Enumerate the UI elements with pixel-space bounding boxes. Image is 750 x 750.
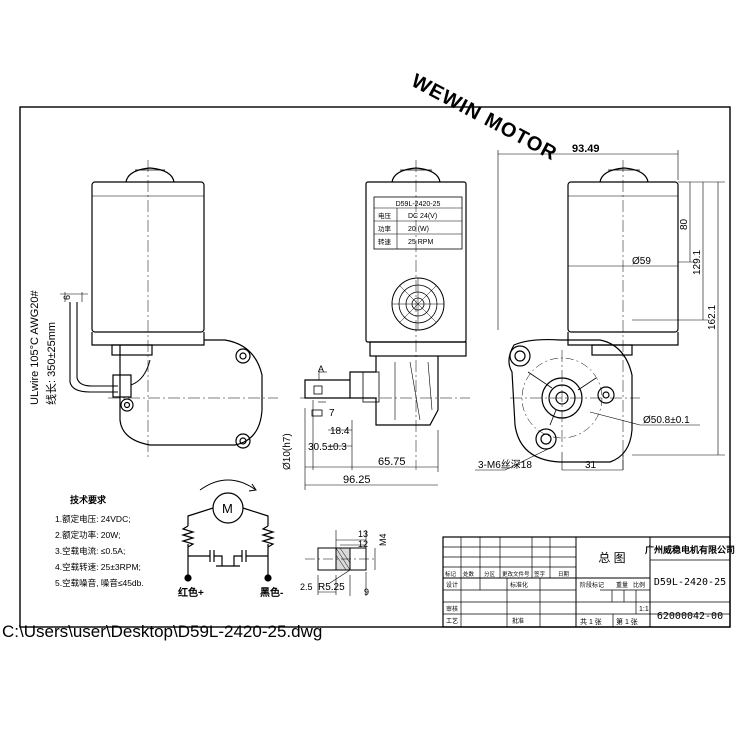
title-ratio: 比例 — [633, 581, 645, 589]
dim-7: 7 — [329, 408, 335, 419]
nameplate-box — [373, 196, 463, 250]
title-approve: 批准 — [512, 617, 524, 625]
center-dimension-lines — [304, 370, 439, 490]
title-standardize: 标准化 — [510, 581, 528, 589]
nameplate-value-3: 25 RPM — [408, 239, 433, 246]
dim-phi59: Ø59 — [632, 256, 651, 267]
nameplate-key-2: 功率 — [378, 224, 392, 233]
nameplate-value-1: DC 24(V) — [408, 213, 437, 220]
dim-R5-25: R5.25 — [318, 582, 345, 593]
dim-A: A — [318, 364, 324, 374]
dim-12: 12 — [358, 539, 368, 549]
title-company: 广州威稳电机有限公司 — [645, 544, 735, 555]
dim-m6: 3-M6丝深18 — [478, 459, 532, 471]
dim-2-5: 2.5 — [300, 582, 313, 592]
dim-13: 13 — [358, 529, 368, 539]
title-sheet-total: 共 1 张 — [580, 617, 602, 626]
dim-M4: M4 — [378, 533, 388, 546]
title-stage-mark: 阶段标记 — [580, 581, 604, 589]
shaft-detail — [305, 530, 376, 596]
dim-18-4: 18.4 — [330, 426, 350, 437]
title-review: 审核 — [446, 605, 458, 613]
left-side-view — [60, 160, 278, 460]
wiring-red-label: 红色+ — [178, 586, 204, 599]
title-hdr-2: 分区 — [484, 570, 496, 578]
nameplate-value-2: 20 (W) — [408, 226, 429, 233]
title-hdr-0: 标记 — [445, 570, 457, 578]
title-hdr-3: 更改文件号 — [502, 570, 530, 578]
nameplate-key-3: 转速 — [378, 237, 392, 246]
wiring-diagram — [180, 479, 276, 582]
nameplate-model: D59L-2420-25 — [396, 201, 441, 208]
tech-title: 技术要求 — [70, 494, 107, 505]
tech-item-5: 5.空载噪音, 噪音≤45db. — [55, 578, 144, 588]
wire-label-1: ULwire 105°C AWG20# — [29, 289, 41, 405]
dim-31: 31 — [585, 460, 597, 471]
nameplate-key-1: 电压 — [378, 211, 392, 220]
title-sheet-no: 第 1 张 — [616, 617, 638, 626]
title-drawing-number: 62000042-00 — [657, 611, 723, 622]
title-hdr-1: 处数 — [463, 570, 475, 578]
title-part-model: D59L-2420-25 — [654, 577, 726, 588]
right-dimension-lines — [475, 150, 725, 471]
dim-162-1: 162.1 — [707, 305, 718, 330]
watermark-text: WEWIN MOTOR — [408, 70, 561, 165]
wiring-black-label: 黑色- — [260, 586, 283, 599]
dim-129-1: 129.1 — [692, 250, 703, 275]
title-drawing-name: 总 图 — [598, 551, 625, 565]
title-design: 设计 — [446, 581, 458, 589]
file-path-label: C:\Users\user\Desktop\D59L-2420-25.dwg — [2, 622, 323, 641]
dim-65-75: 65.75 — [378, 456, 406, 468]
tech-item-2: 2.额定功率: 20W; — [55, 530, 121, 540]
center-front-view — [300, 160, 470, 470]
title-hdr-4: 签字 — [534, 570, 546, 578]
title-process: 工艺 — [446, 617, 458, 625]
title-block — [442, 536, 731, 628]
dim-96-25: 96.25 — [343, 474, 371, 486]
right-side-view — [508, 160, 679, 470]
dim-phi10: Ø10(h7) — [282, 433, 293, 470]
title-scale: 1:1 — [639, 606, 649, 613]
tech-item-4: 4.空载转速: 25±3RPM; — [55, 562, 141, 572]
dim-6: 6 — [62, 295, 72, 300]
dim-93-49: 93.49 — [572, 143, 600, 155]
wiring-motor-letter: M — [222, 501, 233, 516]
dim-30-5: 30.5±0.3 — [308, 442, 347, 453]
tech-item-1: 1.额定电压: 24VDC; — [55, 514, 131, 524]
dim-9: 9 — [364, 587, 369, 597]
dim-phi50-8: Ø50.8±0.1 — [643, 415, 690, 426]
tech-item-3: 3.空载电流: ≤0.5A; — [55, 546, 125, 556]
dim-80: 80 — [679, 218, 690, 230]
drawing-border — [19, 106, 731, 628]
title-hdr-5: 日期 — [558, 571, 570, 578]
title-weight: 重量 — [616, 581, 628, 589]
wire-label-2: 线长: 350±25mm — [44, 322, 58, 405]
